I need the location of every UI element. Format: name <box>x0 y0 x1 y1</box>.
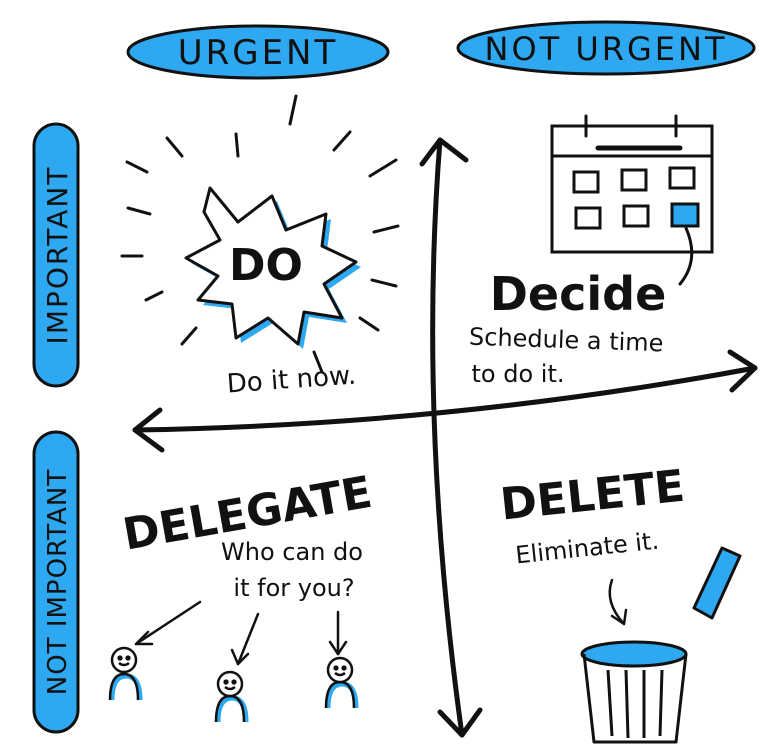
vertical-axis <box>430 137 465 738</box>
row-important: IMPORTANT <box>32 122 80 388</box>
header-not-urgent: NOT URGENT <box>456 20 756 76</box>
horizontal-axis <box>132 365 758 433</box>
quadrant-do: DO Do it now. <box>120 94 400 400</box>
person-icon <box>324 656 359 709</box>
quadrant-do-title: DO <box>229 240 303 291</box>
quadrant-decide-title: Decide <box>490 267 667 321</box>
axis-arrow-left-icon <box>132 407 165 453</box>
row-not-important: NOT IMPORTANT <box>32 430 80 734</box>
quadrant-do-subtitle: Do it now. <box>226 361 357 400</box>
quadrant-delegate-subtitle-line1: Who can do <box>221 538 363 566</box>
calendar-icon <box>550 114 714 286</box>
axes <box>132 137 758 738</box>
trash-can-lid <box>692 546 742 620</box>
starburst-icon <box>120 94 400 374</box>
person-icon <box>108 646 143 701</box>
row-not-important-label: NOT IMPORTANT <box>43 469 73 695</box>
header-urgent: URGENT <box>126 24 390 80</box>
row-important-label: IMPORTANT <box>41 166 74 345</box>
quadrant-decide-subtitle-line1: Schedule a time <box>469 323 664 358</box>
axis-arrow-up-icon <box>419 137 469 167</box>
header-urgent-label: URGENT <box>178 33 339 73</box>
person-icon <box>214 670 249 723</box>
axis-arrow-down-icon <box>437 707 483 738</box>
quadrant-decide-subtitle-line2: to do it. <box>472 360 565 388</box>
quadrant-delegate: DELEGATE Who can do it for you? <box>108 467 376 723</box>
quadrant-delete-title: DELETE <box>498 461 687 531</box>
quadrant-delete-subtitle: Eliminate it. <box>514 527 660 570</box>
axis-arrow-right-icon <box>727 349 758 393</box>
delete-arrow <box>608 578 628 626</box>
quadrant-decide: Decide Schedule a time to do it. <box>469 114 714 388</box>
header-not-urgent-label: NOT URGENT <box>485 30 728 68</box>
trash-can-icon <box>580 546 742 744</box>
delegate-arrows <box>134 600 348 666</box>
quadrant-delegate-subtitle-line2: it for you? <box>233 574 354 602</box>
burst-rays <box>120 94 400 374</box>
quadrant-delete: DELETE Eliminate it. <box>498 461 742 744</box>
